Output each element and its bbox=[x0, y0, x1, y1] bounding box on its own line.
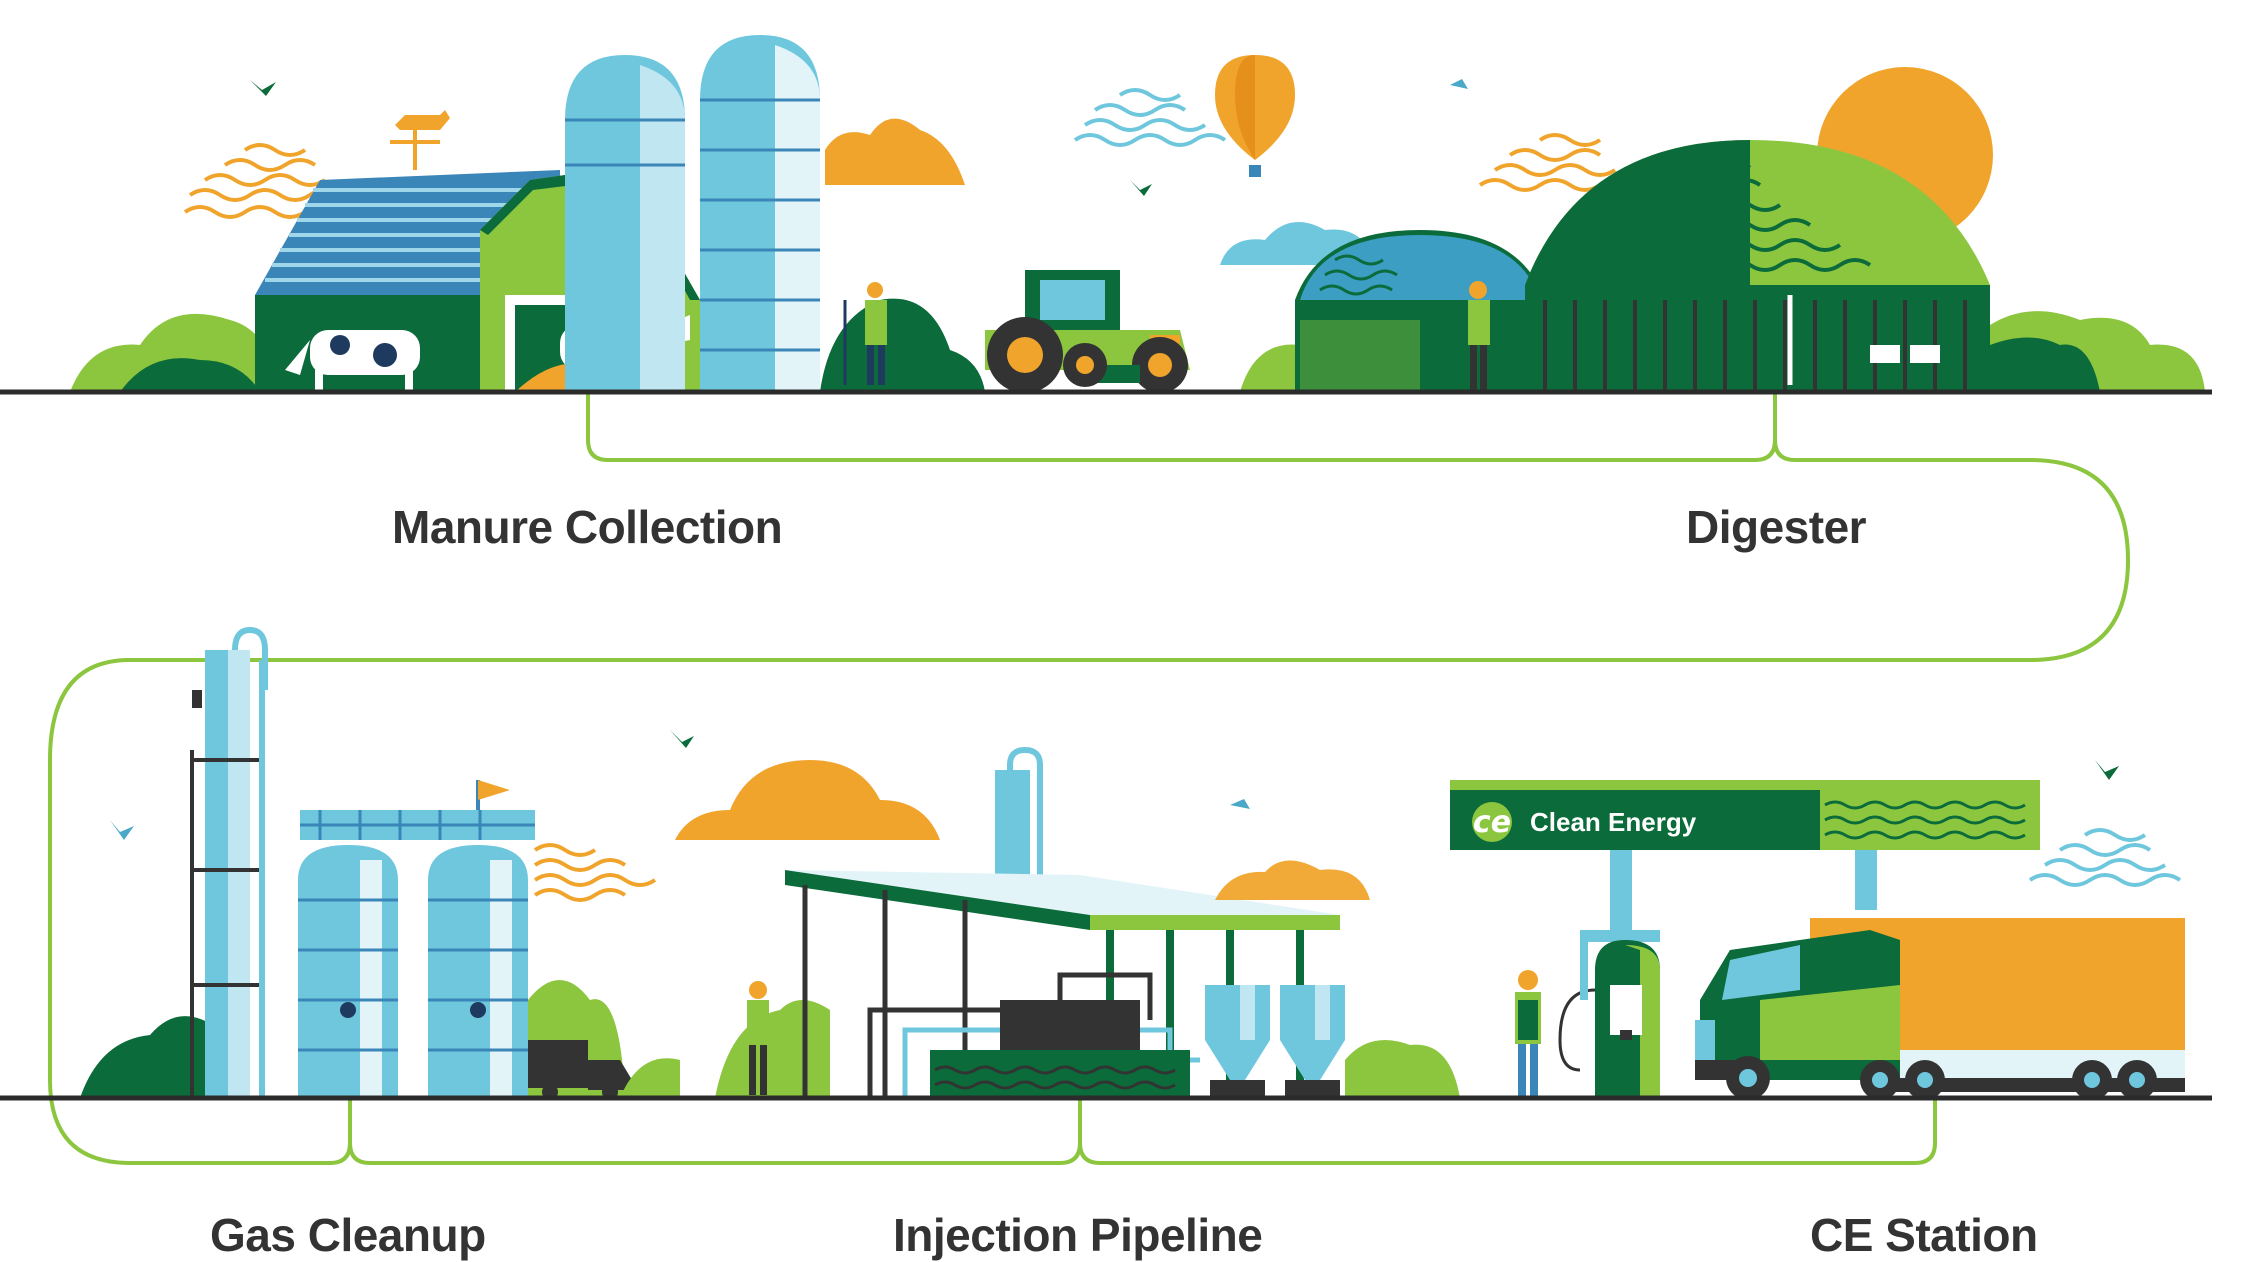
hopper-tank bbox=[1205, 985, 1270, 1098]
cow-weathervane-icon bbox=[395, 110, 450, 130]
bush-icon bbox=[715, 1000, 830, 1098]
bush-icon bbox=[820, 298, 985, 392]
bird-icon bbox=[250, 80, 276, 96]
bird-icon bbox=[1230, 799, 1250, 809]
wave-cloud-icon bbox=[1073, 88, 1227, 147]
fuel-pump bbox=[1558, 940, 1660, 1098]
bush-icon bbox=[620, 1058, 680, 1098]
bird-icon bbox=[1450, 79, 1468, 89]
cleanup-tank bbox=[428, 845, 528, 1098]
worker-icon bbox=[1515, 970, 1541, 1096]
stage-label-injection-pipeline: Injection Pipeline bbox=[893, 1209, 1263, 1261]
cleanup-tank bbox=[298, 845, 398, 1098]
worker-icon bbox=[747, 981, 769, 1095]
bird-icon bbox=[1130, 180, 1152, 196]
gas-cleanup-scene bbox=[80, 626, 2119, 1100]
truck-icon bbox=[1695, 910, 2185, 1100]
hopper-tank bbox=[1280, 985, 1345, 1098]
stage-label-ce-station: CE Station bbox=[1810, 1209, 2038, 1261]
cow-icon bbox=[285, 330, 420, 392]
pipeline-canopy bbox=[785, 870, 1340, 915]
injection-pipeline-scene bbox=[675, 746, 1460, 1098]
ce-logo-icon bbox=[1472, 802, 1512, 842]
stage-label-digester: Digester bbox=[1686, 501, 1867, 553]
bush-icon bbox=[120, 358, 260, 392]
truck-icon bbox=[528, 1040, 632, 1100]
farmer-icon bbox=[843, 282, 887, 385]
distillation-column bbox=[190, 626, 268, 1098]
bird-icon bbox=[2095, 760, 2119, 780]
tractor-icon bbox=[985, 270, 1190, 393]
digester-scene bbox=[1240, 67, 2205, 392]
bush-icon bbox=[80, 1016, 220, 1098]
stage-label-gas-cleanup: Gas Cleanup bbox=[210, 1209, 486, 1261]
silo bbox=[565, 55, 685, 392]
hot-air-balloon-icon bbox=[1215, 55, 1295, 177]
bird-icon bbox=[670, 730, 694, 748]
manure-collection-scene bbox=[70, 35, 1942, 393]
bush-icon bbox=[1345, 1040, 1460, 1098]
wave-cloud-icon bbox=[533, 843, 657, 902]
cloud-icon bbox=[825, 118, 965, 185]
flag-icon bbox=[478, 780, 510, 800]
wave-cloud-icon bbox=[2028, 828, 2182, 887]
ce-station-scene: ce Clean Energy bbox=[1450, 780, 2185, 1100]
silo bbox=[700, 35, 820, 392]
worker-icon bbox=[1468, 281, 1490, 390]
cloud-icon bbox=[675, 760, 940, 840]
bird-icon bbox=[110, 820, 134, 840]
ce-logo-text: ce bbox=[1473, 805, 1511, 840]
cloud-icon bbox=[1215, 860, 1370, 900]
station-brand-text: Clean Energy bbox=[1530, 807, 1697, 837]
flow-pipe bbox=[48, 390, 2131, 1165]
stage-label-manure-collection: Manure Collection bbox=[392, 501, 783, 553]
sky-decoration bbox=[1073, 55, 1375, 265]
